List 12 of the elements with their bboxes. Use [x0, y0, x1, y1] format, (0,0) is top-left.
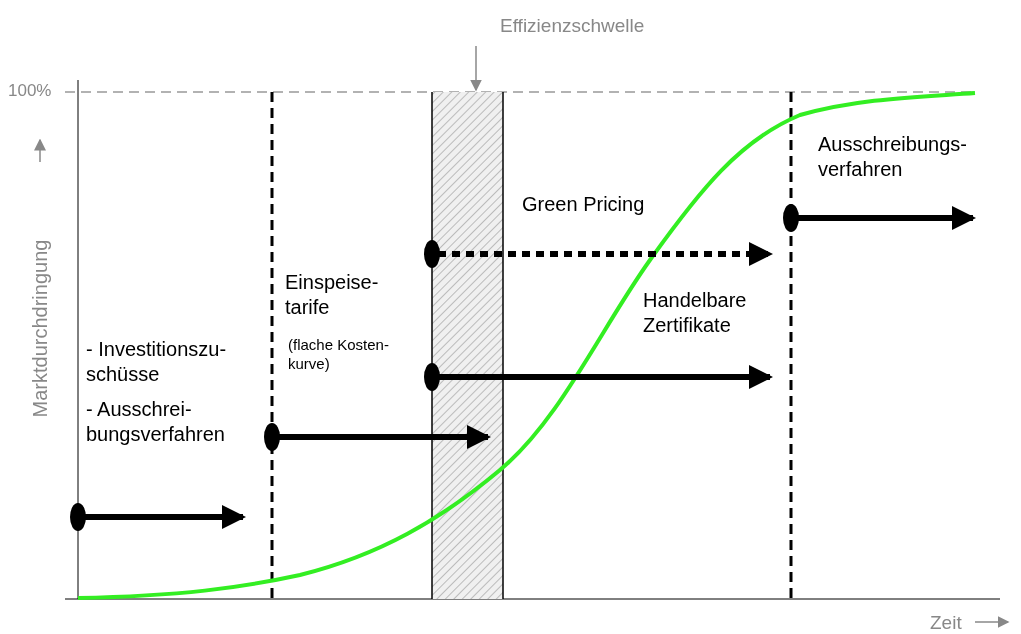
instrument-label: - Investitionszu- schüsse [86, 337, 228, 387]
axis-title: Zeit [930, 611, 963, 634]
axis-tick-label: 100% [8, 80, 53, 102]
note-text: (flache Kosten- kurve) [288, 336, 390, 374]
arrow [470, 45, 482, 92]
instrument-label: Einspeise- tarife [285, 270, 380, 320]
instrument-label: - Ausschrei- bungsverfahren [86, 397, 226, 447]
instrument-label: Green Pricing [522, 192, 646, 217]
instrument-label: Handelbare Zertifikate [643, 288, 748, 338]
axis-title: Marktdurchdringung [27, 238, 52, 420]
hatched-band [431, 91, 504, 600]
instrument-label: Ausschreibungs- verfahren [818, 132, 968, 182]
